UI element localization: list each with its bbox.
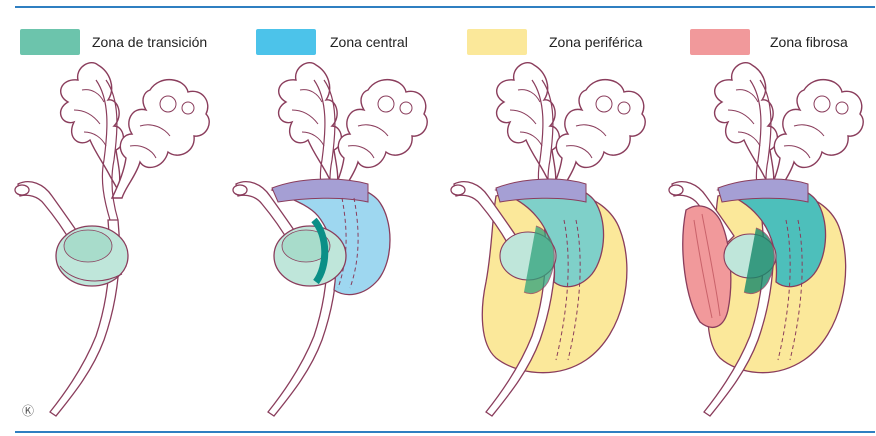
swatch-fibrous <box>690 29 750 55</box>
legend-item-central: Zona central <box>256 26 408 58</box>
panel-3 <box>451 63 645 416</box>
legend-label-transition: Zona de transición <box>92 34 207 50</box>
top-rule <box>15 6 875 8</box>
legend-item-transition: Zona de transición <box>20 26 207 58</box>
legend-item-fibrous: Zona fibrosa <box>690 26 848 58</box>
swatch-central <box>256 29 316 55</box>
legend-item-peripheral: Zona periférica <box>467 26 642 58</box>
legend-label-fibrous: Zona fibrosa <box>770 34 848 50</box>
legend-label-peripheral: Zona periférica <box>549 34 642 50</box>
legend-label-central: Zona central <box>330 34 408 50</box>
panel-4 <box>669 63 863 416</box>
bottom-rule <box>15 431 875 433</box>
panel-2 <box>233 63 427 416</box>
swatch-peripheral <box>467 29 527 55</box>
panel-1 <box>15 63 209 416</box>
prostate-zones-figure <box>0 60 876 428</box>
legend: Zona de transición Zona central Zona per… <box>0 26 876 58</box>
swatch-transition <box>20 29 80 55</box>
logo-mark: Ⓚ <box>22 402 34 419</box>
